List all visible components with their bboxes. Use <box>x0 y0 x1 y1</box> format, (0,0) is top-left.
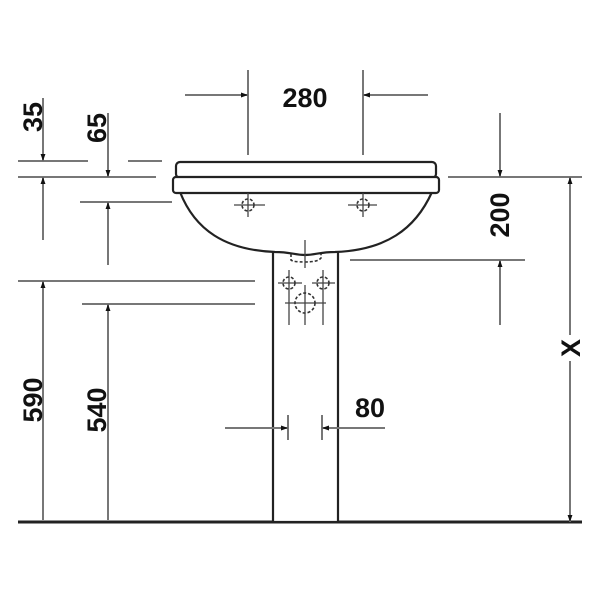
dimension-540: 540 <box>82 303 255 520</box>
dimension-x: X <box>556 177 586 522</box>
dimension-590: 590 <box>18 280 255 520</box>
dimension-200: 200 <box>350 113 582 325</box>
dimension-35: 35 <box>18 98 162 240</box>
dimension-label-65: 65 <box>82 113 112 143</box>
supply-connections <box>278 270 335 325</box>
dimension-65: 65 <box>80 113 172 265</box>
tap-hole-right <box>348 193 377 217</box>
dimension-label-280: 280 <box>282 83 327 113</box>
dimension-label-35: 35 <box>18 102 48 132</box>
dimension-label-200: 200 <box>485 192 515 237</box>
dimension-label-540: 540 <box>82 387 112 432</box>
basin <box>171 160 441 257</box>
dimension-label-80: 80 <box>355 393 385 423</box>
tap-hole-left <box>234 193 265 217</box>
dimension-label-x: X <box>556 339 586 357</box>
waste-outlet <box>290 240 322 268</box>
dimension-80: 80 <box>225 393 385 440</box>
dimension-label-590: 590 <box>18 377 48 422</box>
dimension-280: 280 <box>185 70 428 155</box>
